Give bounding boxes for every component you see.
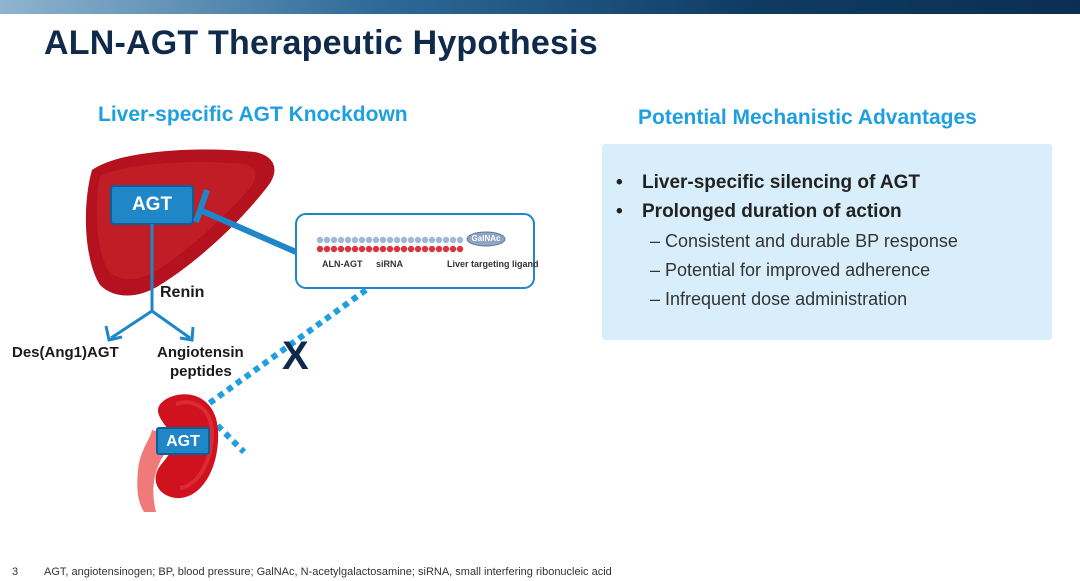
pathway-arrows bbox=[104, 224, 195, 342]
sub-bullet-text: Potential for improved adherence bbox=[665, 260, 931, 280]
bullet-text: Liver-specific silencing of AGT bbox=[642, 172, 921, 193]
knockdown-diagram bbox=[85, 149, 535, 512]
bullet-item: •Prolonged duration of action bbox=[616, 201, 902, 222]
page-number: 3 bbox=[12, 566, 19, 578]
blocked-path bbox=[198, 287, 368, 413]
aln-agt-label: ALN-AGT bbox=[322, 259, 363, 269]
top-banner bbox=[0, 0, 1080, 14]
block-mark: X bbox=[282, 334, 309, 378]
sirna-strand-top bbox=[316, 236, 464, 244]
right-heading: Potential Mechanistic Advantages bbox=[638, 106, 977, 129]
left-heading: Liver-specific AGT Knockdown bbox=[98, 103, 408, 126]
bullet-item: •Liver-specific silencing of AGT bbox=[616, 172, 921, 193]
slide-title: ALN-AGT Therapeutic Hypothesis bbox=[44, 24, 598, 62]
sub-bullet-item: –Consistent and durable BP response bbox=[650, 231, 958, 251]
sirna-strand-bottom bbox=[316, 245, 464, 253]
des-ang1-agt-label: Des(Ang1)AGT bbox=[12, 344, 119, 361]
kidney-agt-label: AGT bbox=[166, 433, 200, 450]
sub-bullet-text: Infrequent dose administration bbox=[665, 289, 908, 309]
kidney-agt-box bbox=[156, 427, 210, 455]
sub-bullet-item: –Infrequent dose administration bbox=[650, 289, 908, 309]
angiotensin-label: Angiotensin bbox=[157, 344, 244, 361]
peptides-label: peptides bbox=[170, 363, 232, 380]
renin-label: Renin bbox=[160, 284, 205, 301]
sirna-inset-box bbox=[295, 213, 535, 289]
blocked-path-end bbox=[199, 407, 247, 455]
galnac-label: GalNAc bbox=[471, 234, 501, 243]
inhibition-line bbox=[198, 207, 298, 255]
sirna-label: siRNA bbox=[376, 259, 404, 269]
liver-agt-label: AGT bbox=[131, 194, 173, 215]
sub-bullet-text: Consistent and durable BP response bbox=[665, 231, 958, 251]
advantages-panel: •Liver-specific silencing of AGT •Prolon… bbox=[602, 144, 1052, 340]
inhibition-bar bbox=[193, 189, 210, 223]
footnote: AGT, angiotensinogen; BP, blood pressure… bbox=[44, 566, 612, 578]
ligand-label: Liver targeting ligand bbox=[447, 259, 539, 269]
sub-bullet-item: –Potential for improved adherence bbox=[650, 260, 931, 280]
bullet-text: Prolonged duration of action bbox=[642, 201, 902, 222]
galnac-ligand bbox=[466, 231, 506, 247]
